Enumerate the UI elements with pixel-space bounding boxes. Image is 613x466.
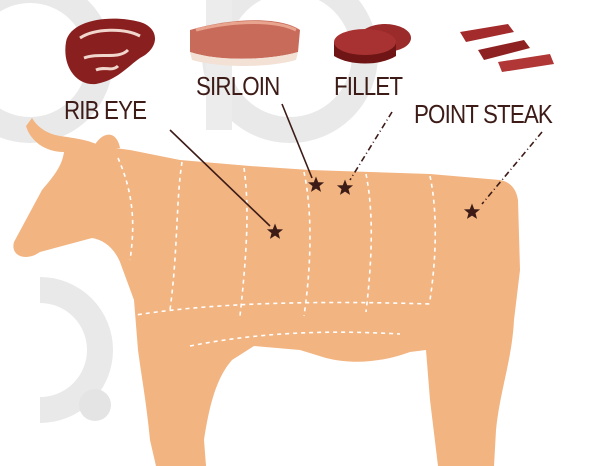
cow-ear — [92, 135, 120, 150]
sirloin-steak-image — [190, 20, 300, 66]
fillet-steak-image — [334, 24, 411, 64]
point-steak-slice-2 — [478, 40, 530, 60]
fillet-label: FILLET — [334, 73, 402, 99]
leader-line-fillet — [350, 112, 392, 180]
point-steak-slice-1 — [460, 24, 514, 42]
sirloin-label: SIRLOIN — [196, 73, 279, 99]
point-steak-image — [460, 24, 554, 72]
rib-eye-steak-image — [65, 19, 155, 85]
rib-eye-steak-shape — [65, 19, 155, 85]
point-steak-slice-3 — [498, 54, 554, 72]
point-steak-label: POINT STEAK — [414, 101, 552, 127]
rib-eye-label: RIB EYE — [64, 97, 146, 123]
fillet-steak-top — [334, 29, 396, 55]
watermark-dot — [79, 389, 111, 421]
